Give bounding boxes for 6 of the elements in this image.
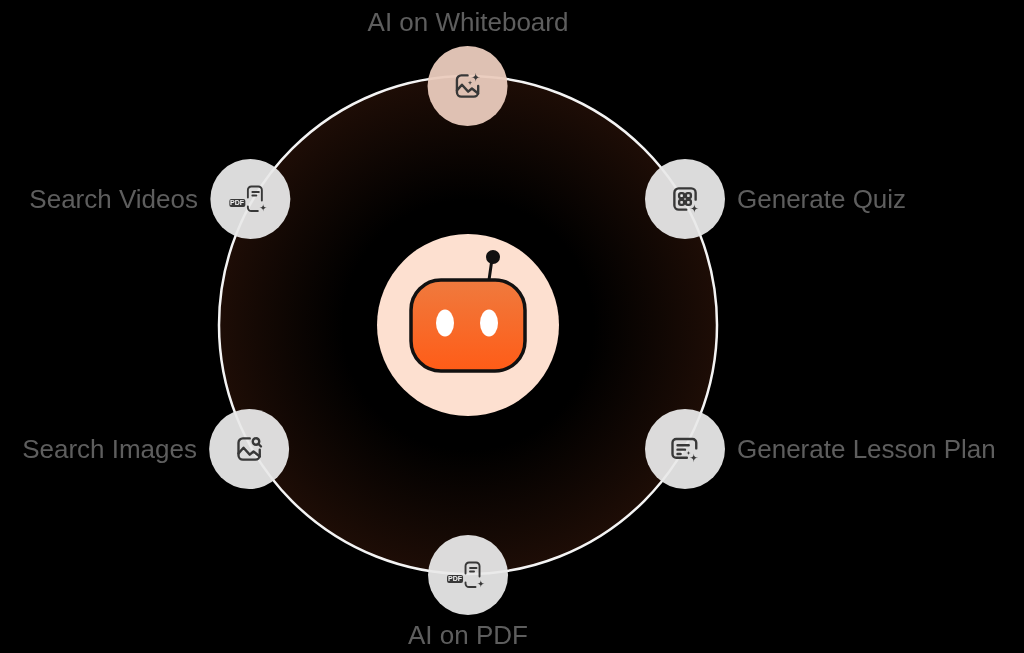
feature-label: Generate Lesson Plan [737, 434, 996, 464]
feature-label: Search Images [22, 434, 197, 464]
feature-label: Generate Quiz [737, 184, 907, 214]
feature-label: Search Videos [29, 184, 198, 214]
feature-label: AI on Whiteboard [367, 7, 569, 37]
feature-label: AI on PDF [408, 620, 528, 650]
